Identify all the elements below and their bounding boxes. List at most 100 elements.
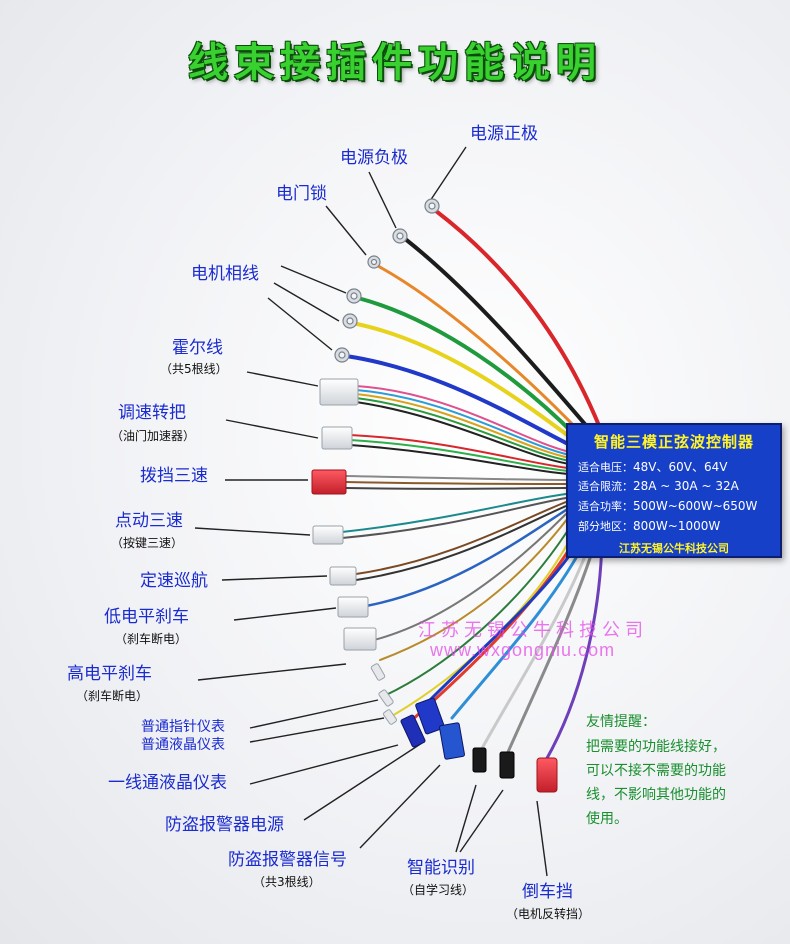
- label-reverse: 倒车挡: [522, 882, 573, 902]
- pin-high-brake: [370, 663, 386, 681]
- label-throttle-sub: （油门加速器）: [111, 429, 196, 443]
- terminal-power-negative: [392, 228, 408, 244]
- connector-smart-learn-2: [499, 751, 515, 779]
- leader-smart-learn-1: [455, 784, 477, 853]
- leader-cruise: [221, 575, 328, 581]
- label-meter-lcd: 普通液晶仪表: [141, 737, 225, 753]
- wire-alarm-signal: [450, 534, 590, 720]
- label-power-negative: 电源负极: [340, 148, 408, 168]
- connector-alarm-power: [415, 697, 445, 735]
- controller-row-value: 28A ~ 30A ~ 32A: [633, 479, 739, 493]
- pin-meter-needle: [378, 689, 394, 707]
- label-three-speed-button-sub: （按键三速）: [111, 536, 184, 550]
- leader-smart-learn-2: [459, 789, 504, 853]
- leader-hall: [246, 371, 319, 387]
- wire-cruise-2: [355, 505, 567, 581]
- leader-motor-phase-3: [267, 297, 333, 351]
- wire-throttle-1: [349, 434, 569, 469]
- wire-phase-blue: [344, 354, 574, 448]
- wire-meter-needle: [383, 523, 573, 697]
- wire-hall-3: [355, 393, 571, 459]
- wire-high-brake-1: [373, 513, 567, 641]
- leader-high-brake: [197, 663, 347, 681]
- connectors: [311, 378, 558, 793]
- leader-alarm-signal: [359, 764, 441, 849]
- controller-row-value: 500W~600W~650W: [633, 499, 758, 513]
- leader-power-negative: [368, 171, 397, 229]
- wire-switch-3: [345, 487, 567, 490]
- label-three-speed-switch: 拨挡三速: [140, 466, 208, 486]
- leader-reverse: [536, 800, 548, 877]
- label-reverse-sub: （电机反转挡）: [506, 907, 591, 921]
- controller-row-voltage: 适合电压：48V、60V、64V: [578, 458, 727, 475]
- label-smart-learn-sub: （自学习线）: [402, 883, 475, 897]
- label-alarm-signal-sub: （共3根线）: [253, 875, 321, 889]
- watermark-url: www.wxgongniu.com: [430, 640, 616, 660]
- connector-reverse: [536, 757, 558, 793]
- tip-line: 把需要的功能线接好，: [586, 739, 726, 755]
- label-throttle: 调速转把: [118, 403, 186, 423]
- connector-one-wire-lcd: [400, 714, 426, 748]
- label-smart-learn: 智能识别: [407, 858, 475, 878]
- wire-one-wire: [410, 530, 582, 722]
- connector-three-speed-button: [312, 525, 344, 545]
- wire-power-negative: [402, 236, 592, 432]
- tip-title: 友情提醒：: [586, 714, 656, 730]
- page-title: 线束接插件功能说明: [188, 39, 602, 86]
- watermark-company: 江苏无锡公牛科技公司: [418, 620, 648, 641]
- wire-hall-1: [355, 385, 571, 453]
- terminal-power-positive: [424, 198, 440, 214]
- wire-power-positive: [434, 209, 602, 430]
- label-low-brake-sub: （刹车断电）: [115, 632, 188, 646]
- controller-row-key: 适合功率：: [578, 500, 633, 513]
- connector-throttle: [321, 426, 353, 450]
- controller-row-key: 适合电压：: [578, 461, 633, 474]
- label-low-brake: 低电平刹车: [104, 607, 189, 627]
- wire-switch-2: [345, 481, 567, 485]
- leader-three-speed-button: [194, 527, 311, 536]
- leader-meter-needle: [249, 699, 379, 729]
- controller-maker: 江苏无锡公牛科技公司: [619, 542, 729, 555]
- wire-cruise-1: [355, 501, 567, 575]
- label-e-lock: 电门锁: [276, 184, 327, 204]
- leader-lines: [194, 146, 548, 877]
- label-power-positive: 电源正极: [470, 124, 538, 144]
- controller-row-current: 适合限流：28A ~ 30A ~ 32A: [578, 478, 739, 494]
- wire-hall-5: [355, 401, 571, 465]
- connector-hall: [319, 378, 359, 406]
- pin-meter-lcd: [382, 709, 398, 725]
- label-alarm-power: 防盗报警器电源: [165, 815, 284, 835]
- tip-line: 线，不影响其他功能的: [586, 787, 726, 803]
- leader-alarm-power: [303, 742, 423, 821]
- wire-hall-4: [355, 397, 571, 462]
- tip-line: 可以不接不需要的功能: [586, 763, 726, 779]
- label-hall: 霍尔线: [172, 338, 223, 358]
- connector-high-brake: [343, 627, 377, 651]
- leader-motor-phase-1: [280, 265, 347, 294]
- controller-box: 智能三模正弦波控制器 适合电压：48V、60V、64V 适合限流：28A ~ 3…: [566, 423, 782, 558]
- wire-throttle-3: [349, 444, 569, 475]
- wire-smart-learn-2: [506, 538, 598, 754]
- connector-alarm-signal: [439, 722, 465, 760]
- connector-smart-learn-1: [472, 747, 487, 773]
- wire-e-lock: [376, 264, 582, 434]
- wire-smart-learn-1: [478, 536, 594, 754]
- tip-line: 使用。: [586, 811, 628, 827]
- connector-cruise: [329, 566, 357, 586]
- label-alarm-signal: 防盗报警器信号: [228, 850, 347, 870]
- wires: [341, 209, 604, 762]
- wire-phase-green: [356, 296, 578, 438]
- wire-switch-1: [345, 475, 567, 481]
- terminal-phase-green: [346, 288, 362, 304]
- label-three-speed-button: 点动三速: [115, 511, 183, 531]
- leader-motor-phase-2: [273, 282, 340, 322]
- leader-throttle: [225, 419, 319, 439]
- leader-low-brake: [233, 607, 337, 621]
- leader-power-positive: [429, 146, 467, 202]
- ring-terminals: [334, 198, 440, 363]
- label-motor-phase: 电机相线: [191, 264, 259, 284]
- wire-button-2: [341, 497, 567, 539]
- wire-reverse: [544, 538, 604, 762]
- label-high-brake: 高电平刹车: [67, 664, 152, 684]
